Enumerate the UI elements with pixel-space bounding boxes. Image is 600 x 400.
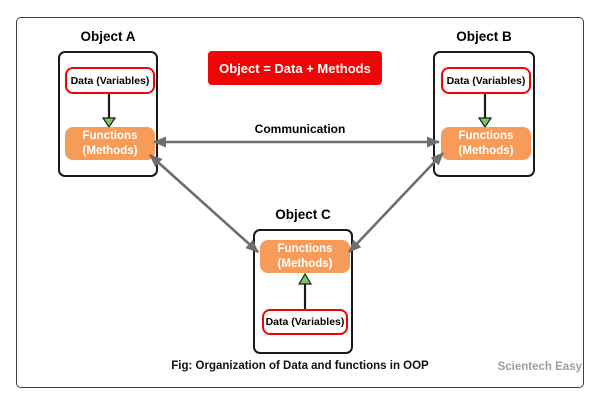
functions-label-line2: (Methods) bbox=[82, 144, 138, 157]
data-to-functions-arrow bbox=[297, 272, 313, 309]
object-a-functions-box: Functions (Methods) bbox=[65, 127, 155, 160]
data-to-functions-arrow bbox=[477, 94, 493, 129]
functions-label-line1: Functions bbox=[277, 242, 333, 255]
object-c-title: Object C bbox=[275, 207, 331, 222]
figure-caption: Fig: Organization of Data and functions … bbox=[171, 360, 429, 372]
object-c-data-box: Data (Variables) bbox=[262, 309, 348, 335]
object-b-container: Data (Variables) Functions (Methods) bbox=[433, 51, 535, 177]
object-a-data-box: Data (Variables) bbox=[65, 67, 155, 94]
functions-label-line2: (Methods) bbox=[458, 144, 514, 157]
object-a-title: Object A bbox=[80, 29, 136, 44]
communication-label: Communication bbox=[254, 122, 346, 136]
watermark-text: Scientech Easy bbox=[497, 361, 582, 373]
functions-label-line2: (Methods) bbox=[277, 257, 333, 270]
object-c-container: Functions (Methods) Data (Variables) bbox=[253, 229, 353, 354]
data-to-functions-arrow bbox=[101, 94, 117, 129]
functions-label-line1: Functions bbox=[82, 129, 138, 142]
object-b-functions-box: Functions (Methods) bbox=[441, 127, 531, 160]
banner-object-equals-data-plus-methods: Object = Data + Methods bbox=[208, 51, 382, 85]
object-b-title: Object B bbox=[456, 29, 512, 44]
object-c-functions-box: Functions (Methods) bbox=[260, 240, 350, 273]
object-a-container: Data (Variables) Functions (Methods) bbox=[58, 51, 158, 177]
functions-label-line1: Functions bbox=[458, 129, 514, 142]
object-b-data-box: Data (Variables) bbox=[441, 67, 531, 94]
